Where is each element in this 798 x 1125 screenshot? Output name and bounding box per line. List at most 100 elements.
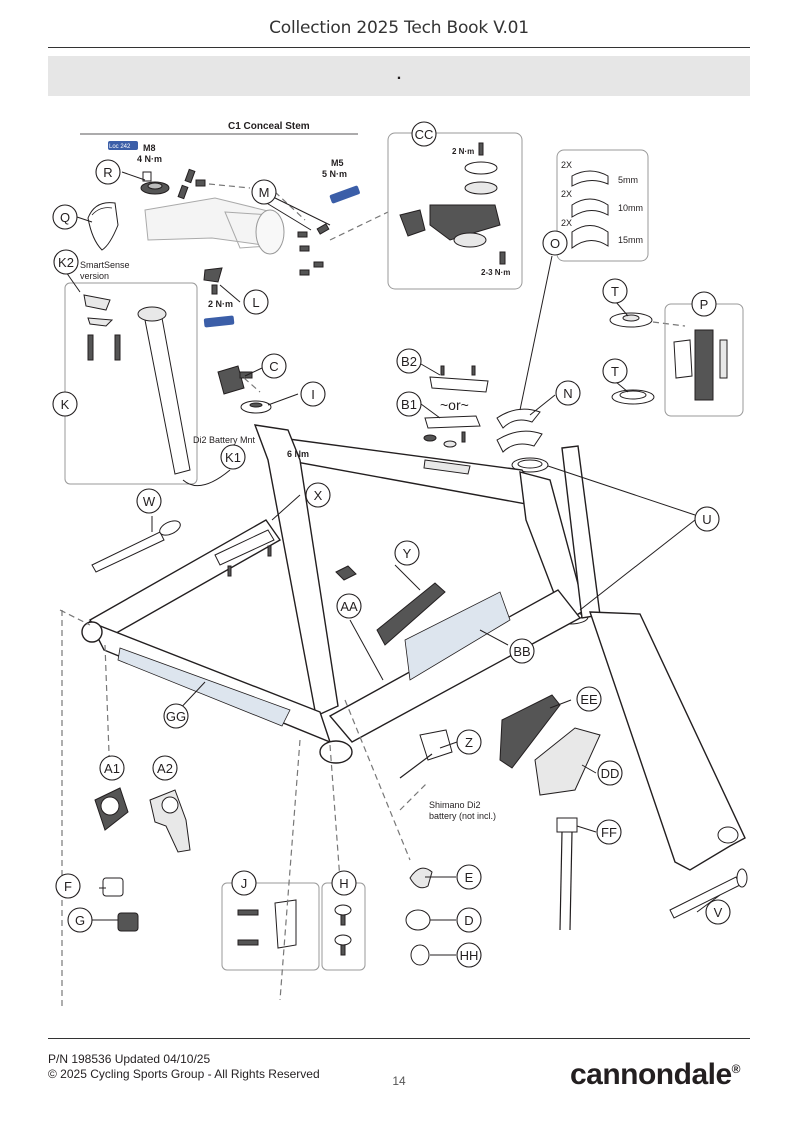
- cable-cover-box-j: [221, 882, 320, 971]
- svg-text:C: C: [269, 359, 278, 374]
- m5-torque: 5 N·m: [322, 169, 347, 179]
- plug-g: [117, 912, 139, 932]
- svg-text:R: R: [103, 165, 112, 180]
- callout-n: N: [555, 380, 581, 406]
- callout-l: L: [243, 289, 269, 315]
- callout-t2: T: [602, 358, 628, 384]
- leader-c: [244, 367, 263, 377]
- leader-k2: [65, 271, 81, 293]
- callout-k1: K1: [220, 444, 246, 470]
- computer-mount-box: [387, 132, 523, 290]
- plug-hh: [410, 944, 430, 966]
- thru-axle-v: [669, 868, 748, 919]
- svg-text:O: O: [550, 236, 560, 251]
- callout-p: P: [691, 291, 717, 317]
- stem-cap-q: [87, 202, 119, 251]
- footer-info: P/N 198536 Updated 04/10/25 © 2025 Cycli…: [48, 1052, 320, 1082]
- leader-u-1: [547, 465, 696, 516]
- svg-text:AA: AA: [340, 599, 358, 614]
- svg-text:D: D: [464, 913, 473, 928]
- svg-text:DD: DD: [601, 766, 620, 781]
- spacers-o: 2X 5mm 2X 10mm 2X 15mm: [561, 160, 643, 250]
- part-number: P/N 198536 Updated 04/10/25: [48, 1052, 211, 1066]
- leader-ff: [576, 825, 597, 833]
- leader-b2: [420, 363, 441, 376]
- callout-m: M: [251, 179, 277, 205]
- page-title: Collection 2025 Tech Book V.01: [269, 18, 529, 38]
- leader-aa: [349, 619, 384, 681]
- svg-text:BB: BB: [513, 644, 530, 659]
- svg-text:V: V: [714, 905, 723, 920]
- callout-gg: GG: [163, 703, 189, 729]
- callout-j: J: [231, 870, 257, 896]
- battery-dd: [534, 727, 601, 796]
- banner-text: .: [396, 66, 402, 83]
- di2-mount-label: Di2 Battery Mnt: [193, 435, 256, 445]
- thru-axle-w: [91, 520, 181, 573]
- svg-text:Q: Q: [60, 210, 70, 225]
- leader-z: [439, 741, 458, 749]
- cable-cover-j: [237, 899, 297, 949]
- leader-y: [394, 564, 421, 591]
- stem-guide-2: [274, 191, 306, 221]
- smartsense-label: SmartSense: [80, 260, 130, 270]
- or-label: ~or~: [440, 397, 469, 413]
- callout-f: F: [55, 873, 81, 899]
- svg-text:B1: B1: [401, 397, 417, 412]
- computer-mount-cc: [399, 142, 506, 265]
- derailleur-hanger-a2: [149, 789, 191, 853]
- m5-label: M5: [331, 158, 344, 168]
- svg-text:P: P: [700, 297, 709, 312]
- stem-bolts-m: [177, 168, 330, 276]
- callout-ee: EE: [576, 686, 602, 712]
- leader-x: [271, 494, 301, 521]
- svg-text:B2: B2: [401, 354, 417, 369]
- copyright: © 2025 Cycling Sports Group - All Rights…: [48, 1067, 320, 1081]
- plug-f: [102, 877, 124, 897]
- callout-g: G: [67, 907, 93, 933]
- svg-text:2X: 2X: [561, 189, 572, 199]
- svg-text:5mm: 5mm: [618, 175, 638, 185]
- cover-b1: [423, 415, 481, 448]
- svg-text:Z: Z: [465, 735, 473, 750]
- section-banner: .: [48, 56, 750, 96]
- m8-label: M8: [143, 143, 156, 153]
- seat-clamp-l: [203, 267, 235, 328]
- callout-a1: A1: [99, 755, 125, 781]
- callout-bb: BB: [509, 638, 535, 664]
- callout-aa: AA: [336, 593, 362, 619]
- top-cap-t: [609, 312, 655, 405]
- spacer-box: [556, 149, 649, 262]
- svg-text:F: F: [64, 879, 72, 894]
- callout-b2: B2: [396, 348, 422, 374]
- callout-d: D: [456, 907, 482, 933]
- guide-left-top: [59, 609, 91, 626]
- svg-text:15mm: 15mm: [618, 235, 643, 245]
- svg-text:K2: K2: [58, 255, 74, 270]
- plug-d: [405, 909, 431, 931]
- m8-torque: 4 N·m: [137, 154, 162, 164]
- callout-w: W: [136, 488, 162, 514]
- leader-i: [267, 393, 299, 406]
- callout-b1: B1: [396, 391, 422, 417]
- c-guide: [243, 377, 261, 393]
- leader-dd: [581, 764, 597, 774]
- callout-o: O: [542, 230, 568, 256]
- cable-guide-x: [214, 529, 275, 577]
- callout-u: U: [694, 506, 720, 532]
- cc-top-torque: 2 N·m: [452, 147, 474, 156]
- page-number: 14: [392, 1074, 406, 1088]
- callout-cc: CC: [411, 121, 437, 147]
- callout-y: Y: [394, 540, 420, 566]
- svg-text:T: T: [611, 364, 619, 379]
- cover-b2: [429, 365, 489, 393]
- callout-t1: T: [602, 278, 628, 304]
- footer-rule: [48, 1038, 750, 1039]
- battery-mount-y: [335, 565, 446, 646]
- stem-guide-1: [208, 183, 251, 189]
- svg-text:H: H: [339, 876, 348, 891]
- leader-r: [121, 171, 146, 181]
- leader-bb: [479, 629, 509, 646]
- svg-text:I: I: [311, 387, 315, 402]
- svg-text:FF: FF: [601, 825, 617, 840]
